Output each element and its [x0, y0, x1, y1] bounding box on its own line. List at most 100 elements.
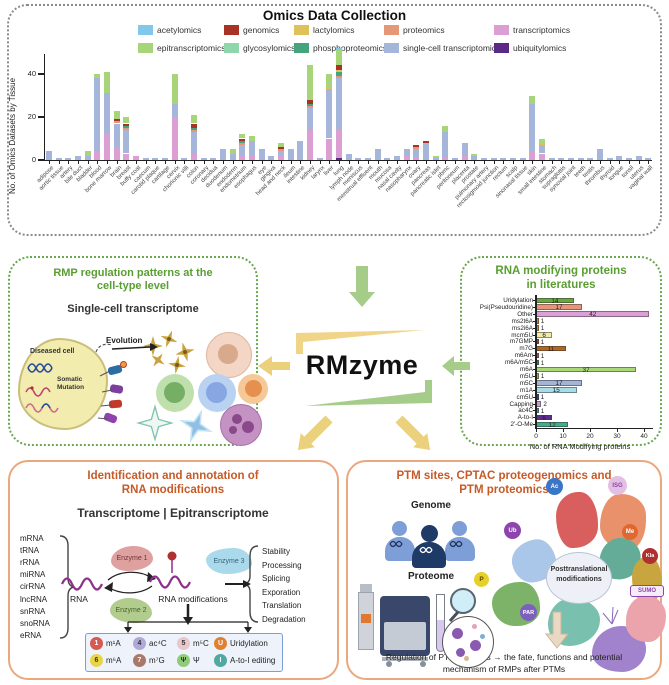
x-tick: [97, 161, 99, 164]
bar-segment-t: [442, 157, 449, 160]
bar-segment-s: [548, 157, 555, 160]
bar-segment-t: [539, 153, 545, 160]
legend-swatch-g: [224, 43, 239, 53]
bar-segment-s: [442, 132, 449, 158]
outcome-item: Translation: [262, 601, 302, 611]
x-tick: [619, 161, 621, 164]
x-tick: [425, 161, 427, 164]
rmp-cat-tick: [533, 348, 536, 350]
x-tick: [232, 161, 234, 164]
legend-swatch-e: [138, 43, 153, 53]
mod-legend-circle: 1: [90, 637, 103, 650]
legend-swatch-s: [384, 43, 399, 53]
rmp-xtick-label: 20: [586, 432, 594, 440]
diagonal-arrow-icon: [395, 415, 431, 451]
bar-segment-s: [645, 157, 652, 160]
y-tick: [38, 116, 44, 118]
outcome-item: Degradation: [262, 615, 306, 624]
rmp-bar-value: 37: [582, 366, 590, 374]
x-tick: [609, 161, 611, 164]
y-tick-label: 0: [31, 155, 36, 164]
mod-legend-circle: 7: [133, 654, 146, 667]
x-tick: [551, 161, 553, 164]
rmp-cat-tick: [533, 389, 536, 391]
mass-spec-base-icon: [382, 657, 428, 661]
omics-panel-border: [7, 4, 662, 236]
bar-segment-s: [326, 89, 333, 139]
bar-segment-t: [306, 129, 313, 160]
proteome-label: Proteome: [407, 571, 455, 582]
bar-segment-s: [239, 144, 246, 156]
omics-y-axis-label: No. of Omics Datasets by Tissue: [8, 77, 17, 195]
protein-dot-icon: [452, 628, 463, 639]
bar-segment-s: [403, 149, 410, 156]
rmp-bar-value: 6: [542, 332, 546, 339]
bar-segment-s: [490, 157, 497, 160]
y-tick-label: 20: [27, 112, 36, 121]
bar-segment-s: [171, 104, 178, 117]
mod-legend-circle: 5: [177, 637, 190, 650]
rmp-bar-label: m6Am: [514, 352, 533, 360]
protein-blob-icon: [556, 492, 598, 548]
bar-segment-s: [200, 157, 207, 160]
bar-segment-p: [413, 147, 420, 150]
bar-segment-s: [229, 153, 236, 160]
legend-label-ge: genomics: [243, 25, 280, 35]
x-tick: [377, 161, 379, 164]
bar-segment-s: [635, 155, 642, 160]
bar-segment-ph: [239, 140, 246, 143]
rmp-cat-tick: [533, 396, 536, 398]
outcome-item: Splicing: [262, 574, 291, 584]
legend-label-u: ubiquitylomics: [513, 43, 567, 53]
x-tick: [532, 161, 534, 164]
bar-segment-ge: [113, 119, 120, 122]
mod-legend-label: m⁵C: [193, 639, 209, 648]
person-body-icon: [385, 537, 415, 561]
bar-segment-s: [577, 157, 584, 160]
rmp-cat-tick: [533, 417, 536, 419]
bar-segment-e: [123, 117, 130, 124]
rmp-bar-label: Uridylation: [503, 297, 533, 304]
mod-legend-circle: I: [214, 654, 227, 667]
person-body-icon: [412, 542, 446, 568]
x-tick: [542, 161, 543, 164]
bar-segment-s: [500, 157, 507, 160]
enzyme1-blob: Enzyme 1: [111, 546, 153, 571]
bar-segment-e: [471, 153, 478, 156]
protein-dot-icon: [456, 648, 465, 657]
rmp-bar: [536, 401, 542, 407]
x-tick: [193, 161, 195, 164]
x-tick: [145, 161, 147, 164]
y-tick: [38, 159, 44, 161]
x-tick: [503, 161, 505, 164]
x-tick: [648, 161, 650, 164]
bar-segment-ph: [190, 127, 197, 130]
bar-segment-s: [539, 144, 545, 154]
rmp-xtick: [616, 428, 618, 432]
bar-segment-s: [45, 151, 52, 160]
bar-segment-s: [510, 157, 516, 160]
bar-segment-ge: [190, 123, 197, 128]
x-tick: [580, 161, 582, 164]
x-tick: [590, 161, 592, 164]
bar-segment-s: [519, 157, 526, 160]
mod-legend-label: m⁶A: [106, 656, 122, 665]
bar-segment-p: [306, 106, 313, 109]
bar-segment-ge: [239, 138, 246, 141]
bar-segment-s: [626, 157, 632, 160]
bar-segment-e: [277, 142, 284, 148]
bar-segment-s: [142, 157, 149, 160]
bar-segment-ge: [277, 147, 284, 150]
rmp-xtick-label: 30: [613, 432, 621, 440]
bar-segment-s: [345, 153, 352, 160]
legend-label-t: transcriptomics: [513, 25, 571, 35]
identification-title-line2: RNA modifications: [121, 484, 225, 496]
rna-proteins-title-line1: RNA modifying proteins: [495, 265, 627, 277]
green-swoosh-icon: [305, 380, 432, 406]
bar-segment-s: [123, 129, 130, 154]
bar-segment-t: [403, 155, 410, 160]
rmp-x-axis-label: No. of RNA Modifying proteins: [529, 441, 631, 451]
rmp-bar-value: 1: [540, 407, 545, 415]
left-arrow-icon: [258, 356, 290, 376]
bar-segment-e: [326, 74, 333, 87]
